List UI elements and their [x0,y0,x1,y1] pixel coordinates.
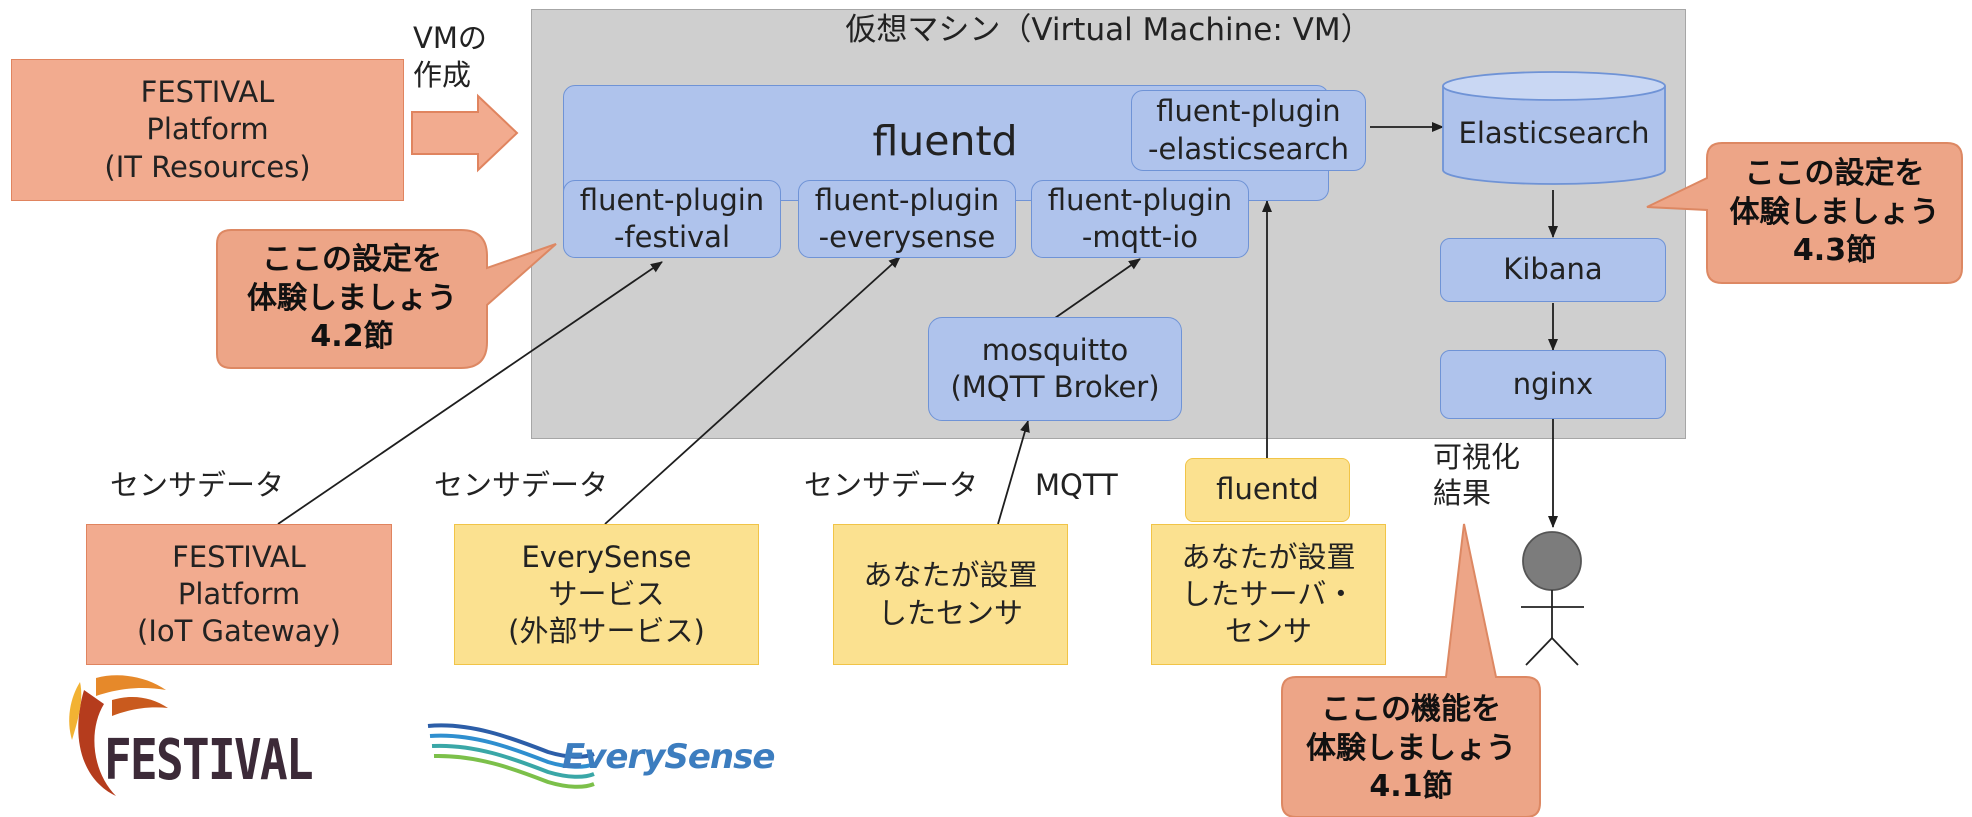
your-sensor-box: あなたが設置 したセンサ [833,524,1068,665]
everysense-logo-mark [427,723,595,789]
vm-create-label: VMの 作成 [413,21,487,93]
sensor-data-label-3: センサデータ [804,468,979,502]
edge-mosquitto-to-mqtt-plugin [1054,258,1141,319]
visual-result-label: 可視化 結果 [1433,440,1521,511]
mosquitto-broker-box: mosquitto (MQTT Broker) [928,317,1182,421]
edge-everysense-to-plugin [604,256,901,525]
nginx-box: nginx [1440,350,1666,419]
kibana-box: Kibana [1440,238,1666,302]
mqtt-label: MQTT [1035,468,1118,502]
plugin-mqtt-io: fluent-plugin -mqtt-io [1031,180,1249,258]
plugin-everysense: fluent-plugin -everysense [798,180,1016,258]
callout-left-shape [216,229,557,369]
everysense-service-box: EverySense サービス (外部サービス) [454,524,759,665]
fluentd-main-label: fluentd [872,117,1018,165]
vm-title: 仮想マシン（Virtual Machine: VM） [845,12,1372,48]
everysense-logo-text: EverySense [562,737,775,777]
callout-right-shape [1646,142,1963,284]
festival-it-resources-box: FESTIVAL Platform (IT Resources) [11,59,404,201]
elasticsearch-label: Elasticsearch [1458,116,1650,150]
elasticsearch-db-icon [1442,71,1666,185]
sensor-data-label-2: センサデータ [434,468,609,502]
festival-iot-gateway-box: FESTIVAL Platform (IoT Gateway) [86,524,392,665]
user-icon [1521,531,1584,666]
callout-bottom: ここの機能を 体験しましょう 4.1節 [1306,692,1516,805]
your-server-sensor-box: あなたが設置 したサーバ・ センサ [1151,524,1386,665]
sensor-data-label-1: センサデータ [110,468,285,502]
edge-gateway-to-festival-plugin [277,261,663,525]
vm-create-arrow [411,93,519,173]
edge-sensor-to-mosquitto [997,420,1030,525]
callout-right: ここの設定を 体験しましょう 4.3節 [1729,156,1940,269]
plugin-elasticsearch: fluent-plugin -elasticsearch [1131,90,1366,171]
fluentd-agent-box: fluentd [1185,458,1350,522]
festival-logo-text: FESTIVAL [104,728,314,793]
festival-logo-mark [69,675,168,796]
callout-left: ここの設定を 体験しましょう 4.2節 [247,242,457,355]
plugin-festival: fluent-plugin -festival [563,180,781,258]
